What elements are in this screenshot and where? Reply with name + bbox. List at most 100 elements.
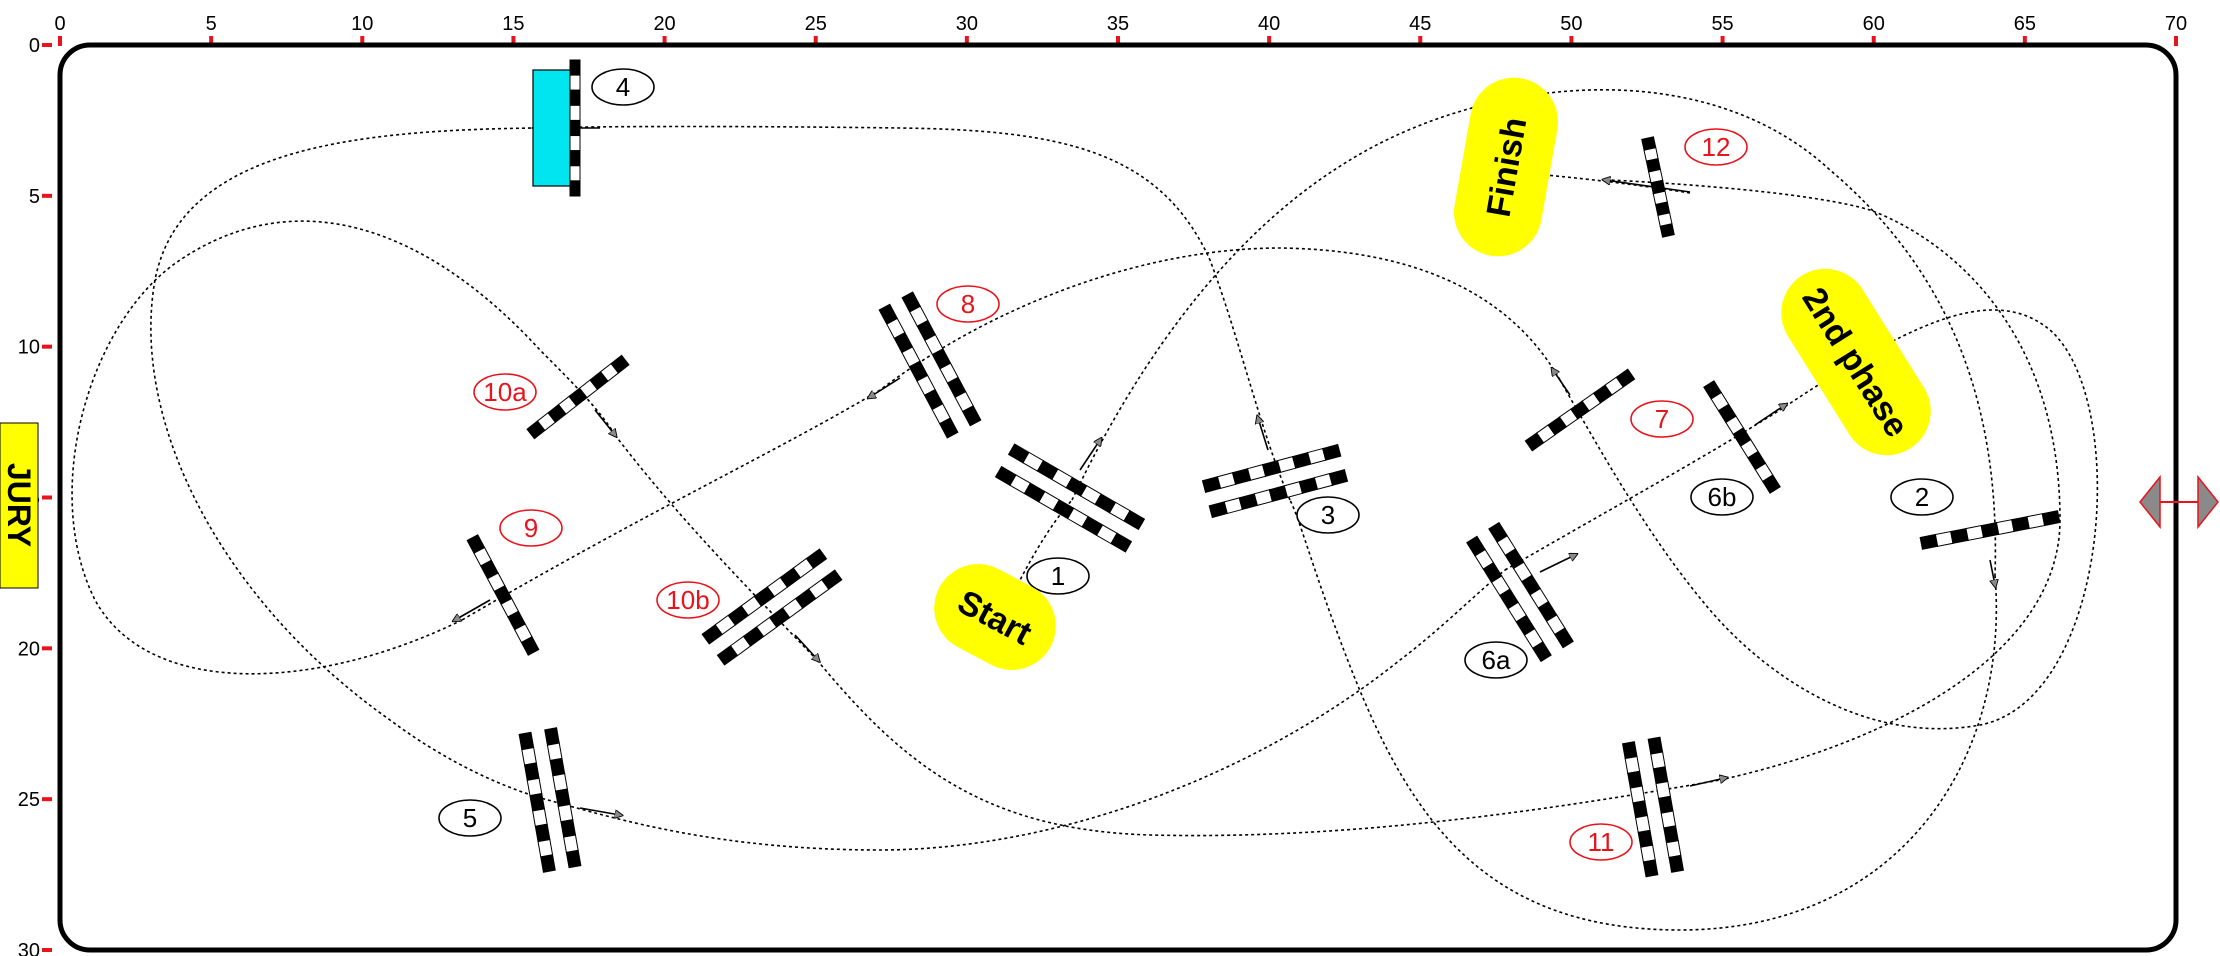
start-zone-shape: [934, 564, 1056, 670]
pole-segment: [569, 150, 581, 167]
pole-segment: [523, 762, 540, 781]
jump-pole: [466, 534, 540, 656]
direction-arrow-11: [1689, 778, 1725, 787]
pole-segment: [961, 405, 982, 427]
direction-arrow-6b: [1754, 405, 1785, 426]
jump-pole: [1647, 736, 1685, 873]
obstacle-12: 12: [1641, 128, 1748, 238]
pole-segment: [1652, 766, 1669, 785]
x-tick-mark: [2022, 36, 2027, 46]
exit-marker: [2139, 474, 2219, 530]
obstacle-body: [1201, 443, 1349, 519]
pole-segment: [554, 788, 571, 808]
y-tick: 5: [29, 186, 52, 208]
obstacle-4: 4: [532, 59, 655, 197]
y-tick-mark: [42, 495, 52, 500]
pole-segment: [939, 417, 959, 439]
pole-segment: [1658, 795, 1674, 814]
pole-segment: [1621, 741, 1638, 760]
x-tick-label: 55: [1711, 13, 1733, 35]
y-tick-mark: [42, 43, 52, 47]
number-oval: [1684, 128, 1748, 166]
y-tick-label: 10: [18, 337, 40, 359]
obstacle-10a: 10a: [473, 354, 630, 440]
pole-segment: [2026, 513, 2046, 530]
x-tick: 0: [54, 13, 66, 46]
pole-segment: [1110, 532, 1133, 553]
x-tick: 50: [1560, 13, 1583, 46]
pole-segment: [1650, 751, 1666, 770]
jump-pole: [1007, 443, 1146, 531]
pole-segment: [569, 74, 581, 91]
x-tick: 25: [805, 13, 827, 46]
jump-pole: [544, 727, 582, 869]
number-text: 7: [1655, 404, 1669, 434]
x-tick: 40: [1258, 13, 1280, 46]
x-tick-mark: [1267, 36, 1272, 46]
pole-segment: [1980, 522, 2000, 538]
pole-segment: [563, 834, 579, 853]
pole-segment: [1647, 736, 1664, 755]
jump-pole: [1488, 521, 1574, 649]
pole-segment: [821, 569, 843, 590]
pole-segment: [569, 59, 581, 76]
obstacle-number-11: 11: [1569, 823, 1633, 861]
x-tick-label: 40: [1258, 13, 1280, 35]
jump-pole: [1201, 443, 1342, 493]
pole-segment: [1629, 785, 1646, 804]
x-tick: 60: [1863, 13, 1885, 46]
pole-segment: [1637, 829, 1654, 848]
pole-segment: [1554, 627, 1574, 649]
second-phase-zone-shape: [1781, 268, 1931, 456]
path-7-to-8: [879, 247, 1561, 391]
number-text: 6b: [1708, 482, 1737, 512]
obstacle-body: [1919, 510, 2061, 550]
direction-arrow-10b: [794, 634, 818, 660]
x-tick-label: 60: [1863, 13, 1885, 35]
exit-marker-right-triangle: [2197, 474, 2219, 530]
x-tick-mark: [1569, 36, 1574, 46]
jump-pole: [901, 291, 982, 427]
obstacle-7: 7: [1524, 368, 1694, 452]
y-tick-label: 0: [29, 35, 40, 57]
pole-segment: [1995, 519, 2015, 535]
x-tick-mark: [360, 36, 365, 46]
obstacle-number-6b: 6b: [1690, 478, 1754, 516]
x-tick-label: 50: [1560, 13, 1582, 35]
pole-segment: [569, 89, 581, 106]
pole-segment: [569, 180, 581, 197]
number-text: 4: [616, 72, 630, 102]
obstacle-body: [701, 548, 843, 666]
y-tick-mark: [42, 193, 52, 198]
second-phase-zone: 2nd phase: [1781, 268, 1931, 456]
pole-segment: [1660, 810, 1677, 829]
arena-border: [57, 42, 2179, 953]
path-2-to-3: [1289, 499, 1998, 931]
obstacle-body: [994, 443, 1146, 553]
x-tick-label: 45: [1409, 13, 1431, 35]
obstacle-3: 3: [1201, 443, 1360, 534]
y-tick: 10: [18, 337, 52, 359]
jump-pole: [994, 465, 1133, 553]
pole-segment: [1640, 844, 1656, 863]
obstacle-number-6a: 6a: [1464, 641, 1528, 679]
x-tick-label: 0: [54, 13, 65, 35]
x-tick: 65: [2014, 13, 2036, 46]
x-tick: 70: [2165, 13, 2187, 46]
jump-pole: [569, 59, 581, 197]
x-tick-mark: [1720, 36, 1725, 46]
pole-segment: [569, 104, 581, 121]
pole-segment: [537, 838, 554, 858]
number-oval: [591, 68, 655, 106]
path-8-to-9: [461, 389, 881, 621]
x-tick: 20: [653, 13, 676, 46]
number-text: 3: [1321, 500, 1335, 530]
path-4-to-5: [150, 127, 549, 801]
number-text: 5: [463, 803, 477, 833]
y-tick-mark: [42, 646, 52, 651]
pole-segment: [1642, 859, 1659, 878]
x-tick-mark: [662, 36, 667, 46]
number-text: 1: [1051, 561, 1065, 591]
number-oval: [438, 799, 502, 837]
